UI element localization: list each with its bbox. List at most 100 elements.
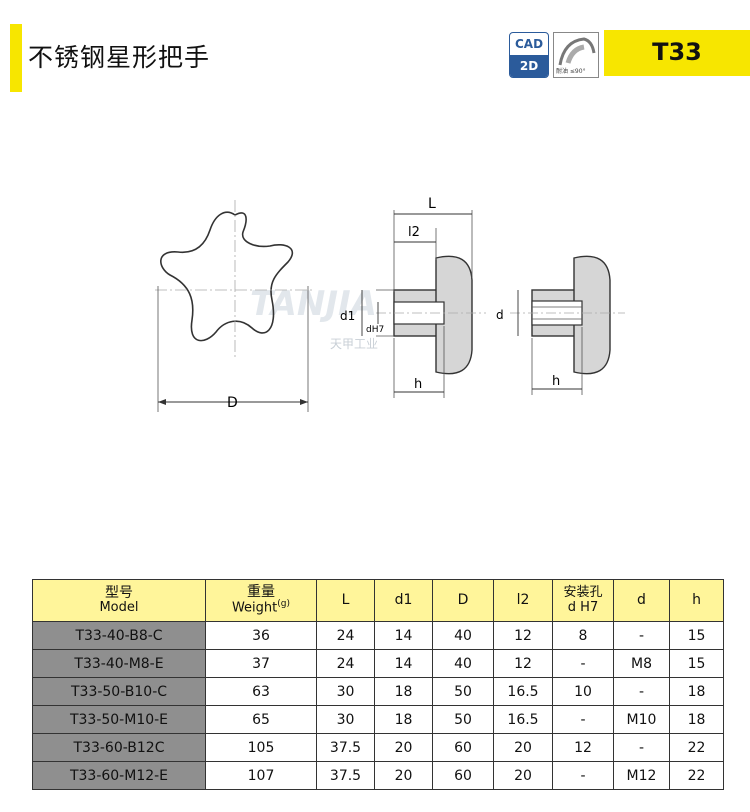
cell-L: 37.5 [316,761,375,790]
cell-h: 22 [669,761,724,790]
cell-weight: 37 [205,649,317,678]
col-d: d [613,579,670,622]
cell-weight: 65 [205,705,317,734]
cell-dH7: - [552,705,614,734]
cell-d: - [613,677,670,706]
cell-l2: 20 [493,761,553,790]
cell-D: 50 [432,677,494,706]
cell-d1: 14 [374,649,433,678]
header: 不锈钢星形把手 CAD 2D 耐油 ≤90° T33 [0,24,750,94]
cell-d: M12 [613,761,670,790]
cell-d: - [613,621,670,650]
cell-d1: 20 [374,733,433,762]
product-code-box: T33 [604,30,750,76]
dim-d-label: d [496,308,504,322]
watermark: TANJIA [250,284,377,324]
cell-weight: 36 [205,621,317,650]
cell-d1: 14 [374,621,433,650]
col-h: h [669,579,724,622]
cell-l2: 12 [493,649,553,678]
col-weight-unit: (g) [277,599,291,610]
cell-L: 30 [316,677,375,706]
cell-dH7: 12 [552,733,614,762]
cell-weight: 105 [205,733,317,762]
resistance-label: 耐油 ≤90° [556,68,586,75]
cell-model: T33-40-M8-E [32,649,206,678]
watermark-sub: 天甲工业 [330,337,378,351]
page-title: 不锈钢星形把手 [28,43,211,72]
col-weight-cn: 重量 [247,583,275,600]
star-knob-front-view: D [155,200,315,412]
table-row: T33-50-M10-E 65 30 18 50 16.5 - M10 18 [32,705,724,734]
cell-d: M8 [613,649,670,678]
cell-D: 50 [432,705,494,734]
col-L: L [316,579,375,622]
cell-h: 15 [669,649,724,678]
product-code: T33 [652,38,702,66]
cell-L: 24 [316,649,375,678]
cell-d1: 18 [374,705,433,734]
cell-d: M10 [613,705,670,734]
knob-side-view-thread: d h [496,255,625,395]
col-l2: l2 [493,579,553,622]
cell-d1: 20 [374,761,433,790]
oil-resistance-icon: 耐油 ≤90° [553,32,599,78]
cell-dH7: - [552,761,614,790]
cell-l2: 16.5 [493,705,553,734]
cell-model: T33-40-B8-C [32,621,206,650]
cell-L: 24 [316,621,375,650]
technical-drawing: TANJIA 天甲工业 D L l2 d1 dH7 h [155,196,486,412]
cell-D: 40 [432,621,494,650]
cell-dH7: - [552,649,614,678]
table-row: T33-40-B8-C 36 24 14 40 12 8 - 15 [32,621,724,650]
cell-L: 37.5 [316,733,375,762]
col-model: 型号 Model [32,579,206,622]
cell-dH7: 8 [552,621,614,650]
cell-model: T33-60-B12C [32,733,206,762]
accent-bar [10,24,22,92]
cell-weight: 63 [205,677,317,706]
dim-dH7-label: dH7 [366,325,384,335]
cell-l2: 12 [493,621,553,650]
cell-h: 15 [669,621,724,650]
spec-table: 型号 Model 重量 Weight(g) L d1 D l2 安装孔 d H7… [32,579,724,790]
table-row: T33-60-B12C 105 37.5 20 60 20 12 - 22 [32,733,724,762]
cell-L: 30 [316,705,375,734]
cell-model: T33-60-M12-E [32,761,206,790]
cell-model: T33-50-M10-E [32,705,206,734]
cell-h: 22 [669,733,724,762]
knob-side-view-bore: L l2 d1 dH7 h [340,196,486,398]
table-row: T33-40-M8-E 37 24 14 40 12 - M8 15 [32,649,724,678]
cad-badge-top: CAD [514,37,544,51]
cell-h: 18 [669,677,724,706]
dim-D-label: D [227,395,238,411]
cad-2d-badge: CAD 2D [509,32,549,78]
cell-D: 60 [432,733,494,762]
col-d1: d1 [374,579,433,622]
col-weight: 重量 Weight(g) [205,579,317,622]
table-row: T33-60-M12-E 107 37.5 20 60 20 - M12 22 [32,761,724,790]
cell-d1: 18 [374,677,433,706]
cad-badge-bottom: 2D [510,55,548,77]
dim-d1-label: d1 [340,309,355,323]
cell-D: 40 [432,649,494,678]
col-model-cn: 型号 [105,584,133,601]
cell-D: 60 [432,761,494,790]
cell-d: - [613,733,670,762]
col-model-en: Model [99,600,139,616]
col-dH7-en: d H7 [567,599,599,615]
dim-L-label: L [428,196,436,212]
cell-l2: 20 [493,733,553,762]
dim-h-left-label: h [414,377,422,392]
table-row: T33-50-B10-C 63 30 18 50 16.5 10 - 18 [32,677,724,706]
col-dH7: 安装孔 d H7 [552,579,614,622]
cell-dH7: 10 [552,677,614,706]
cell-weight: 107 [205,761,317,790]
cell-l2: 16.5 [493,677,553,706]
cell-model: T33-50-B10-C [32,677,206,706]
col-D: D [432,579,494,622]
spec-header-row: 型号 Model 重量 Weight(g) L d1 D l2 安装孔 d H7… [32,579,724,622]
dim-h-right-label: h [552,374,560,389]
cell-h: 18 [669,705,724,734]
col-weight-en: Weight [231,600,278,616]
